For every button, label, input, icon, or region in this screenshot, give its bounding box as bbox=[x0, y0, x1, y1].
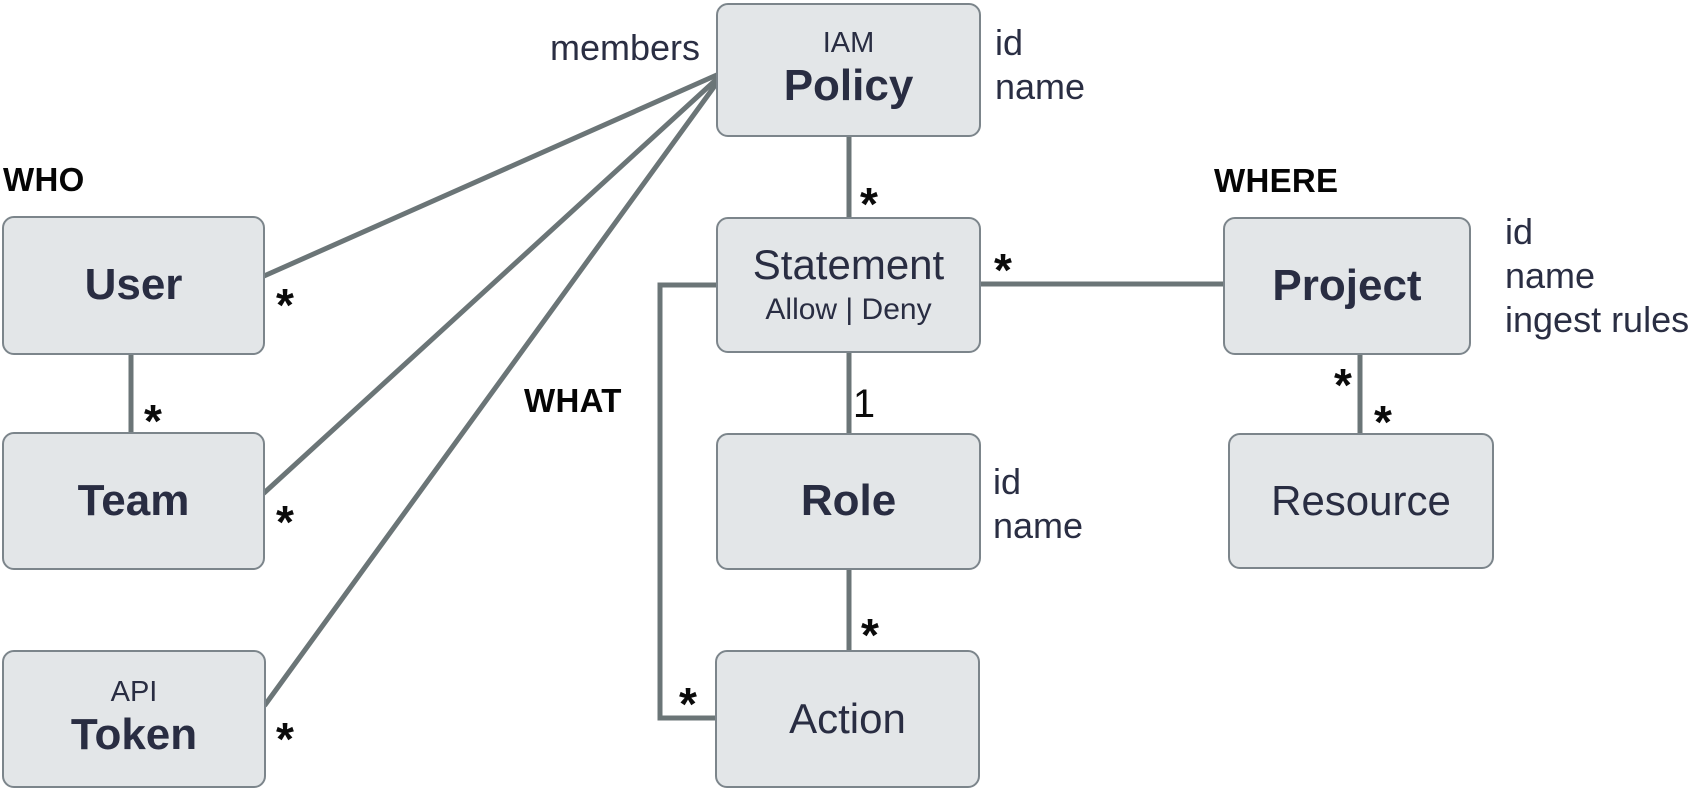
entity-token-title: Token bbox=[70, 709, 198, 759]
edge-policy-team bbox=[261, 74, 722, 496]
entity-user: User bbox=[2, 216, 265, 355]
entity-resource: Resource bbox=[1228, 433, 1494, 569]
multiplicity-project-resource-lower: * bbox=[1374, 395, 1392, 448]
multiplicity-statement-action: * bbox=[679, 677, 697, 730]
entity-token-pretitle: API bbox=[110, 675, 158, 708]
entity-team-title: Team bbox=[77, 475, 190, 525]
section-label-what: WHAT bbox=[524, 382, 622, 419]
attribute: name bbox=[995, 66, 1086, 107]
section-label-where: WHERE bbox=[1214, 162, 1339, 199]
entity-user-title: User bbox=[84, 260, 183, 310]
edge-statement-action-bracket bbox=[657, 282, 719, 721]
attribute: ingest rules bbox=[1505, 299, 1690, 340]
entity-role-attributes: id name bbox=[993, 460, 1083, 548]
entity-project-attributes: id name ingest rules bbox=[1505, 210, 1689, 342]
entity-token: API Token bbox=[2, 650, 266, 788]
attribute: name bbox=[993, 505, 1084, 546]
entity-statement-title: Statement bbox=[752, 240, 945, 288]
entity-resource-title: Resource bbox=[1271, 476, 1451, 524]
entity-action-title: Action bbox=[789, 694, 906, 742]
entity-policy-title: Policy bbox=[783, 60, 914, 110]
entity-action: Action bbox=[715, 650, 980, 788]
multiplicity-role-action: * bbox=[861, 608, 879, 661]
edge-policy-token bbox=[262, 77, 722, 708]
multiplicity-team-policy: * bbox=[276, 495, 294, 548]
multiplicity-user-policy: * bbox=[276, 278, 294, 331]
multiplicity-policy-statement: * bbox=[860, 177, 878, 230]
edge-policy-user bbox=[261, 71, 722, 279]
entity-statement: Statement Allow | Deny bbox=[716, 217, 981, 353]
entity-project: Project bbox=[1223, 217, 1471, 355]
entity-policy-attributes: id name bbox=[995, 21, 1085, 109]
multiplicity-user-team: * bbox=[144, 394, 162, 447]
attribute: name bbox=[1505, 255, 1596, 296]
entity-role-title: Role bbox=[800, 476, 897, 526]
relationship-label-members: members bbox=[549, 27, 700, 68]
entity-statement-subtitle: Allow | Deny bbox=[765, 292, 932, 326]
multiplicity-token-policy: * bbox=[276, 712, 294, 765]
attribute: id bbox=[1505, 211, 1534, 252]
multiplicity-statement-role: 1 bbox=[852, 382, 876, 427]
entity-team: Team bbox=[2, 432, 265, 570]
section-label-who: WHO bbox=[3, 161, 85, 198]
entity-policy-pretitle: IAM bbox=[822, 26, 875, 59]
multiplicity-project-resource-upper: * bbox=[1334, 358, 1352, 411]
multiplicity-statement-project: * bbox=[994, 243, 1012, 296]
attribute: id bbox=[995, 22, 1024, 63]
entity-project-title: Project bbox=[1272, 260, 1422, 310]
entity-role: Role bbox=[716, 433, 981, 570]
entity-policy: IAM Policy bbox=[716, 3, 981, 137]
attribute: id bbox=[993, 461, 1022, 502]
